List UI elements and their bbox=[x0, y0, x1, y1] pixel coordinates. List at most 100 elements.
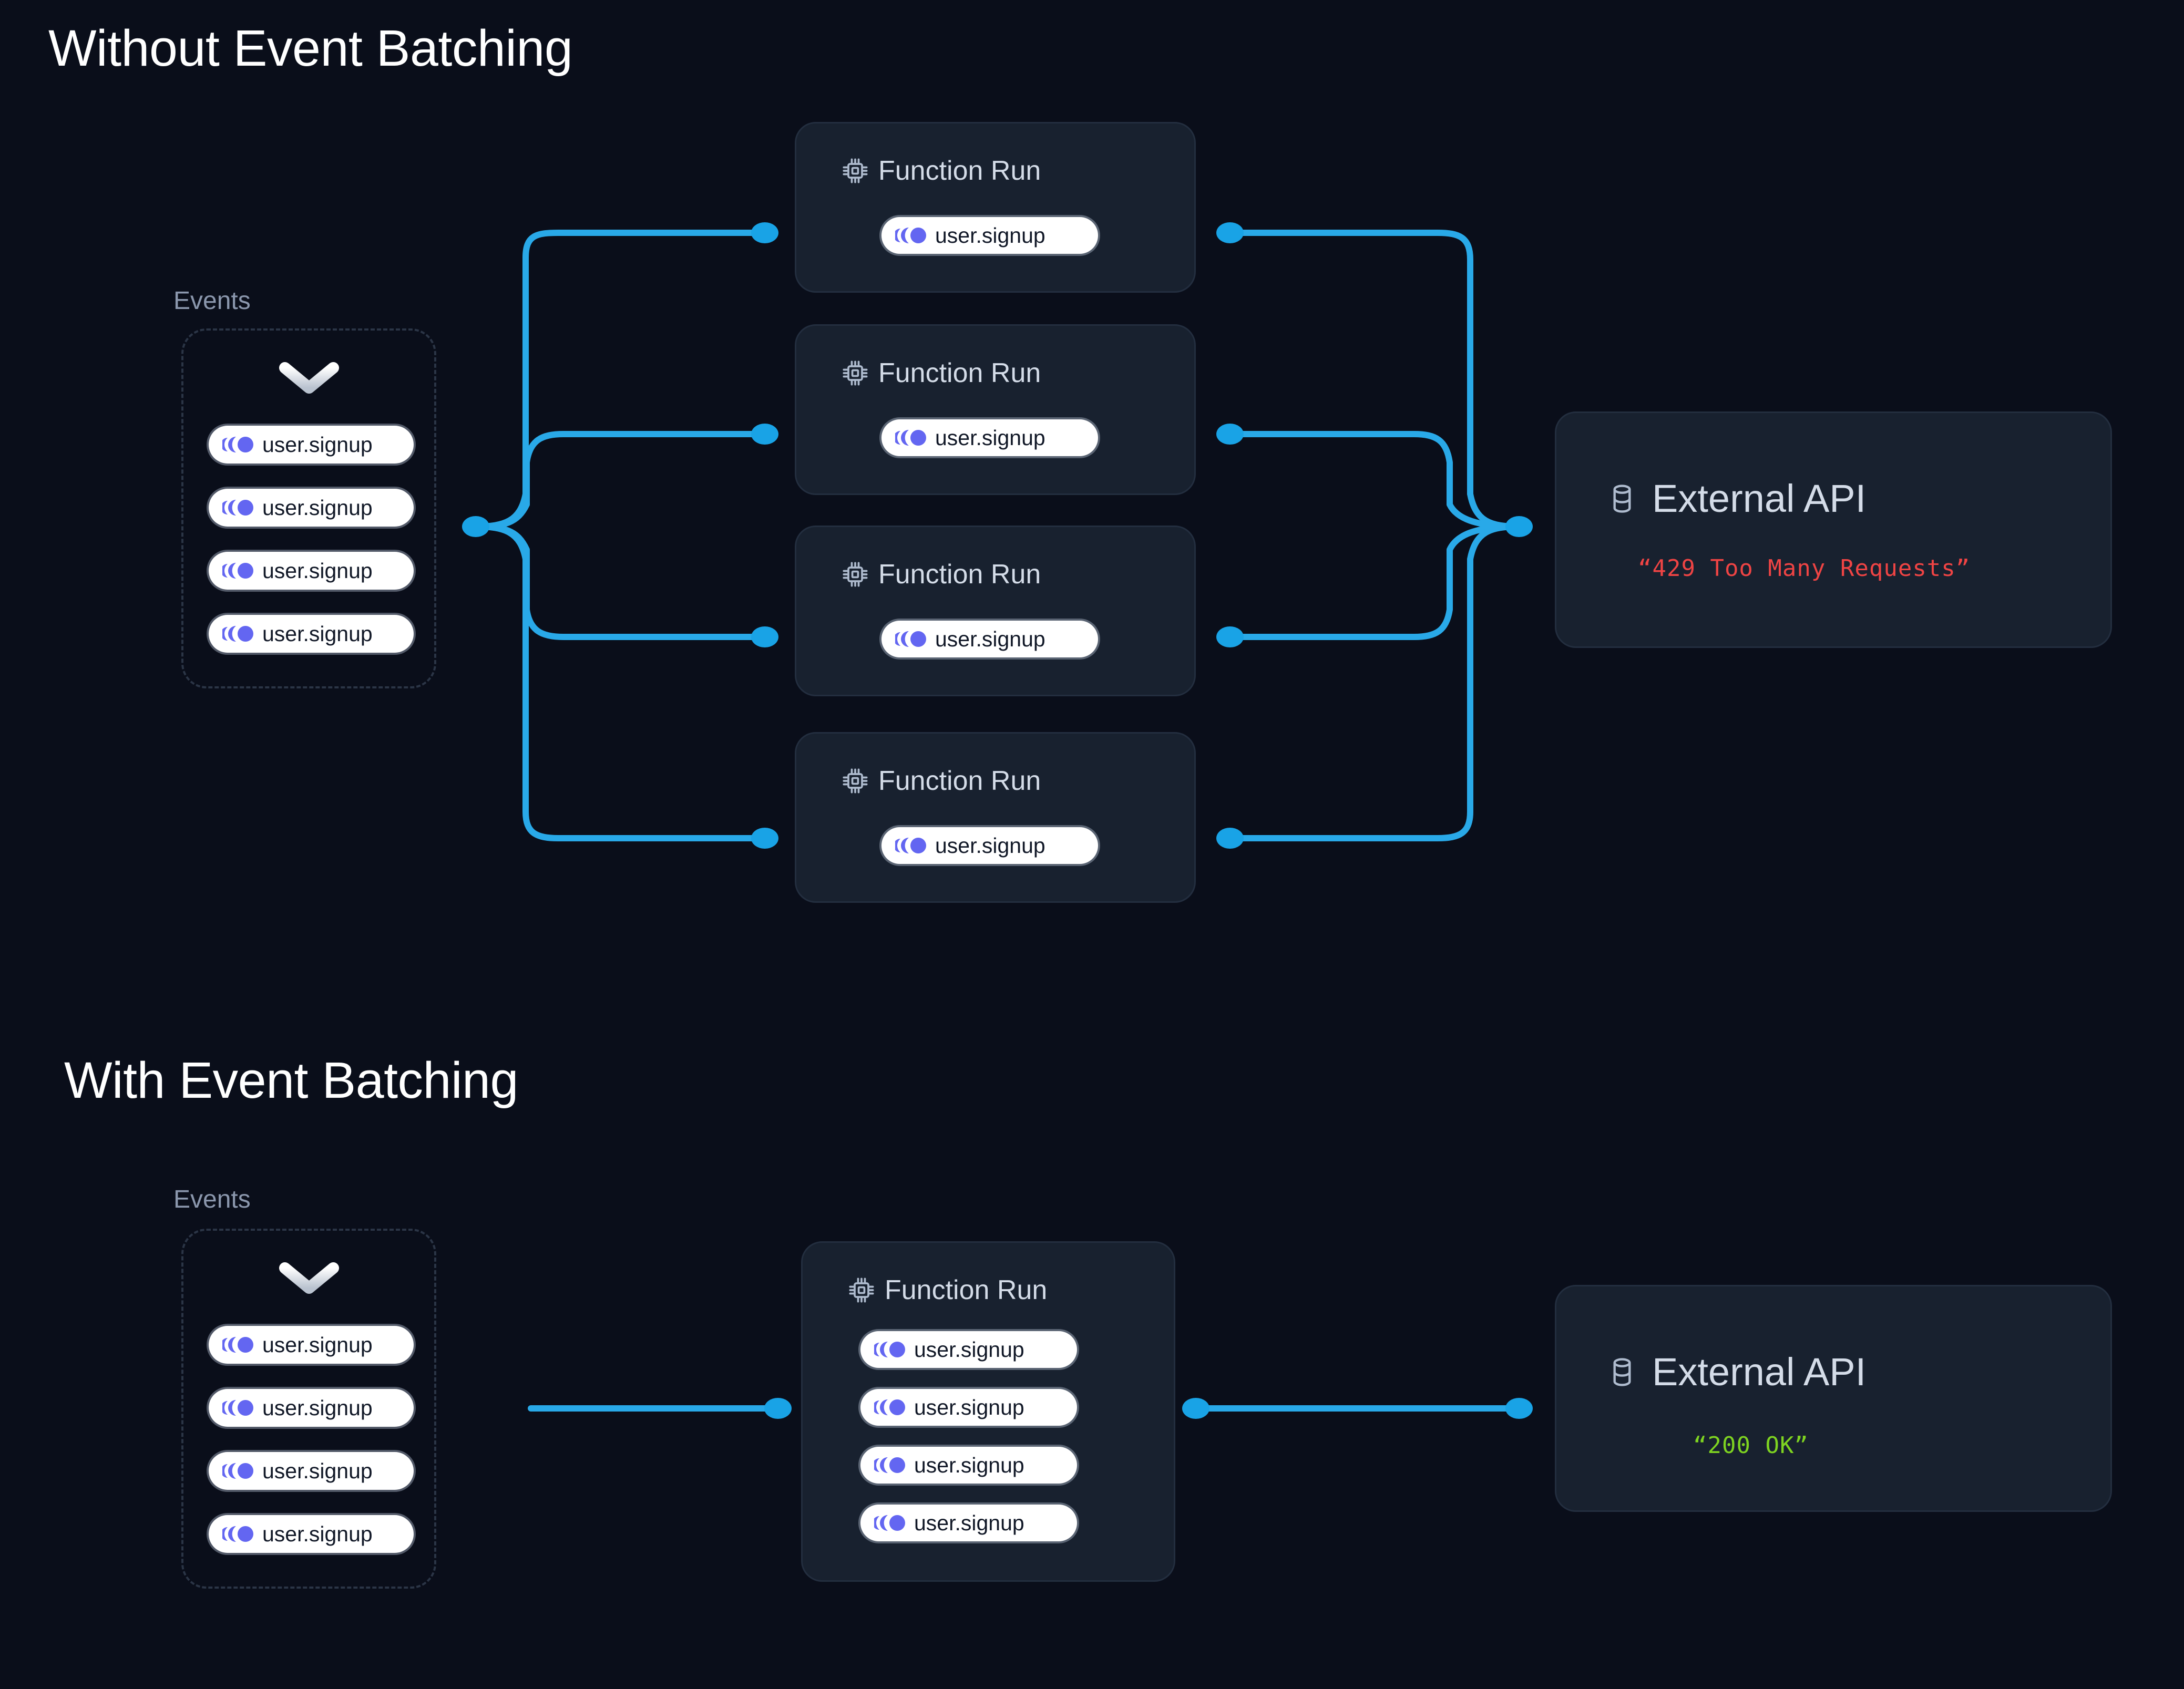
events-label-2: Events bbox=[173, 1186, 251, 1213]
chevron-down-icon-2 bbox=[183, 1260, 434, 1296]
connector-dot-api-in-1 bbox=[1505, 516, 1533, 537]
event-pill[interactable]: user.signup bbox=[209, 615, 414, 653]
wire-fanout-4 bbox=[473, 523, 768, 841]
event-pill-label: user.signup bbox=[935, 425, 1045, 450]
event-pill[interactable]: user.signup bbox=[209, 426, 414, 464]
status-badge: “200 OK” bbox=[1693, 1432, 1809, 1459]
function-run-title: Function Run bbox=[878, 766, 1041, 796]
connector-dot-fn-in-b bbox=[764, 1398, 792, 1419]
function-run-title: Function Run bbox=[878, 156, 1041, 186]
wire-fanin-2 bbox=[1227, 431, 1522, 530]
function-run-title: Function Run bbox=[885, 1275, 1048, 1305]
event-trail-icon bbox=[222, 1461, 255, 1480]
external-api-card[interactable]: External API “429 Too Many Requests” bbox=[1555, 411, 2112, 648]
section-title-with-batching: With Event Batching bbox=[64, 1052, 518, 1109]
connector-dot-fn-out-1 bbox=[1216, 222, 1244, 243]
function-run-card[interactable]: Function Run user.signup bbox=[795, 526, 1196, 696]
event-pill-label: user.signup bbox=[914, 1395, 1024, 1419]
event-pill-label: user.signup bbox=[262, 495, 373, 520]
event-pill[interactable]: user.signup bbox=[209, 552, 414, 590]
event-trail-icon bbox=[895, 428, 928, 447]
event-trail-icon bbox=[222, 498, 255, 517]
function-run-card[interactable]: Function Run user.signup bbox=[795, 324, 1196, 495]
event-pill[interactable]: user.signup bbox=[860, 1447, 1077, 1484]
external-api-card[interactable]: External API “200 OK” bbox=[1555, 1285, 2112, 1512]
wire-fanin-4 bbox=[1227, 523, 1522, 841]
event-pill-label: user.signup bbox=[262, 621, 373, 646]
event-pill-label: user.signup bbox=[262, 432, 373, 457]
event-trail-icon bbox=[874, 1340, 907, 1359]
event-trail-icon bbox=[222, 435, 255, 454]
wire-fanin-1 bbox=[1227, 230, 1522, 530]
events-group-2 bbox=[181, 1229, 436, 1589]
function-run-header: Function Run bbox=[848, 1274, 1047, 1306]
function-run-title: Function Run bbox=[878, 358, 1041, 388]
function-run-header: Function Run bbox=[842, 559, 1041, 590]
event-trail-icon bbox=[222, 1335, 255, 1354]
connector-dot-fn-in-4 bbox=[751, 828, 778, 849]
event-pill[interactable]: user.signup bbox=[209, 489, 414, 527]
function-run-header: Function Run bbox=[842, 155, 1041, 187]
event-trail-icon bbox=[874, 1456, 907, 1475]
event-pill[interactable]: user.signup bbox=[881, 621, 1098, 657]
database-icon bbox=[1605, 481, 1639, 516]
cpu-icon bbox=[842, 157, 869, 184]
event-pill[interactable]: user.signup bbox=[860, 1389, 1077, 1426]
event-trail-icon bbox=[222, 1525, 255, 1543]
event-pill-label: user.signup bbox=[935, 626, 1045, 651]
external-api-title: External API bbox=[1652, 1350, 1867, 1394]
event-pill[interactable]: user.signup bbox=[209, 1326, 414, 1364]
event-pill-label: user.signup bbox=[262, 1521, 373, 1546]
event-trail-icon bbox=[874, 1513, 907, 1532]
connector-dot-api-in-b bbox=[1505, 1398, 1533, 1419]
cpu-icon bbox=[842, 767, 869, 795]
connector-dot-fn-in-1 bbox=[751, 222, 778, 243]
event-pill-label: user.signup bbox=[914, 1510, 1024, 1535]
cpu-icon bbox=[842, 561, 869, 588]
wire-fanin-3 bbox=[1227, 523, 1522, 640]
connector-dot-source-1 bbox=[462, 516, 489, 537]
event-pill-label: user.signup bbox=[914, 1453, 1024, 1477]
event-pill-label: user.signup bbox=[935, 223, 1045, 248]
connector-dot-fn-out-b bbox=[1182, 1398, 1209, 1419]
wire-fanout-1 bbox=[473, 230, 768, 530]
function-run-card[interactable]: Function Run user.signup bbox=[801, 1241, 1175, 1582]
connector-dot-fn-in-2 bbox=[751, 424, 778, 445]
event-pill[interactable]: user.signup bbox=[881, 419, 1098, 456]
wire-fanout-3 bbox=[473, 523, 768, 640]
event-pill[interactable]: user.signup bbox=[209, 1389, 414, 1427]
event-trail-icon bbox=[895, 836, 928, 855]
wire-fanout-2 bbox=[473, 431, 768, 530]
event-pill-label: user.signup bbox=[914, 1337, 1024, 1362]
events-group-1 bbox=[181, 328, 436, 688]
event-trail-icon bbox=[874, 1398, 907, 1417]
events-label-1: Events bbox=[173, 287, 251, 315]
database-icon bbox=[1605, 1355, 1639, 1389]
connector-dot-fn-out-2 bbox=[1216, 424, 1244, 445]
status-badge: “429 Too Many Requests” bbox=[1638, 555, 1971, 582]
connector-dot-fn-in-3 bbox=[751, 626, 778, 647]
event-pill-label: user.signup bbox=[262, 1332, 373, 1357]
event-pill[interactable]: user.signup bbox=[881, 217, 1098, 254]
function-run-header: Function Run bbox=[842, 357, 1041, 389]
event-pill-label: user.signup bbox=[262, 1458, 373, 1483]
event-trail-icon bbox=[222, 1398, 255, 1417]
external-api-header: External API bbox=[1605, 1350, 1866, 1394]
event-pill[interactable]: user.signup bbox=[860, 1505, 1077, 1541]
function-run-card[interactable]: Function Run user.signup bbox=[795, 122, 1196, 293]
event-pill[interactable]: user.signup bbox=[881, 827, 1098, 864]
event-pill-label: user.signup bbox=[262, 1395, 373, 1420]
event-trail-icon bbox=[222, 561, 255, 580]
function-run-title: Function Run bbox=[878, 559, 1041, 590]
external-api-header: External API bbox=[1605, 476, 1866, 521]
function-run-card[interactable]: Function Run user.signup bbox=[795, 732, 1196, 903]
cpu-icon bbox=[848, 1276, 875, 1304]
section-title-without-batching: Without Event Batching bbox=[48, 19, 573, 77]
event-pill[interactable]: user.signup bbox=[209, 1515, 414, 1553]
event-pill[interactable]: user.signup bbox=[860, 1331, 1077, 1368]
event-pill[interactable]: user.signup bbox=[209, 1452, 414, 1490]
connector-dot-fn-out-3 bbox=[1216, 626, 1244, 647]
cpu-icon bbox=[842, 359, 869, 387]
event-trail-icon bbox=[222, 624, 255, 643]
